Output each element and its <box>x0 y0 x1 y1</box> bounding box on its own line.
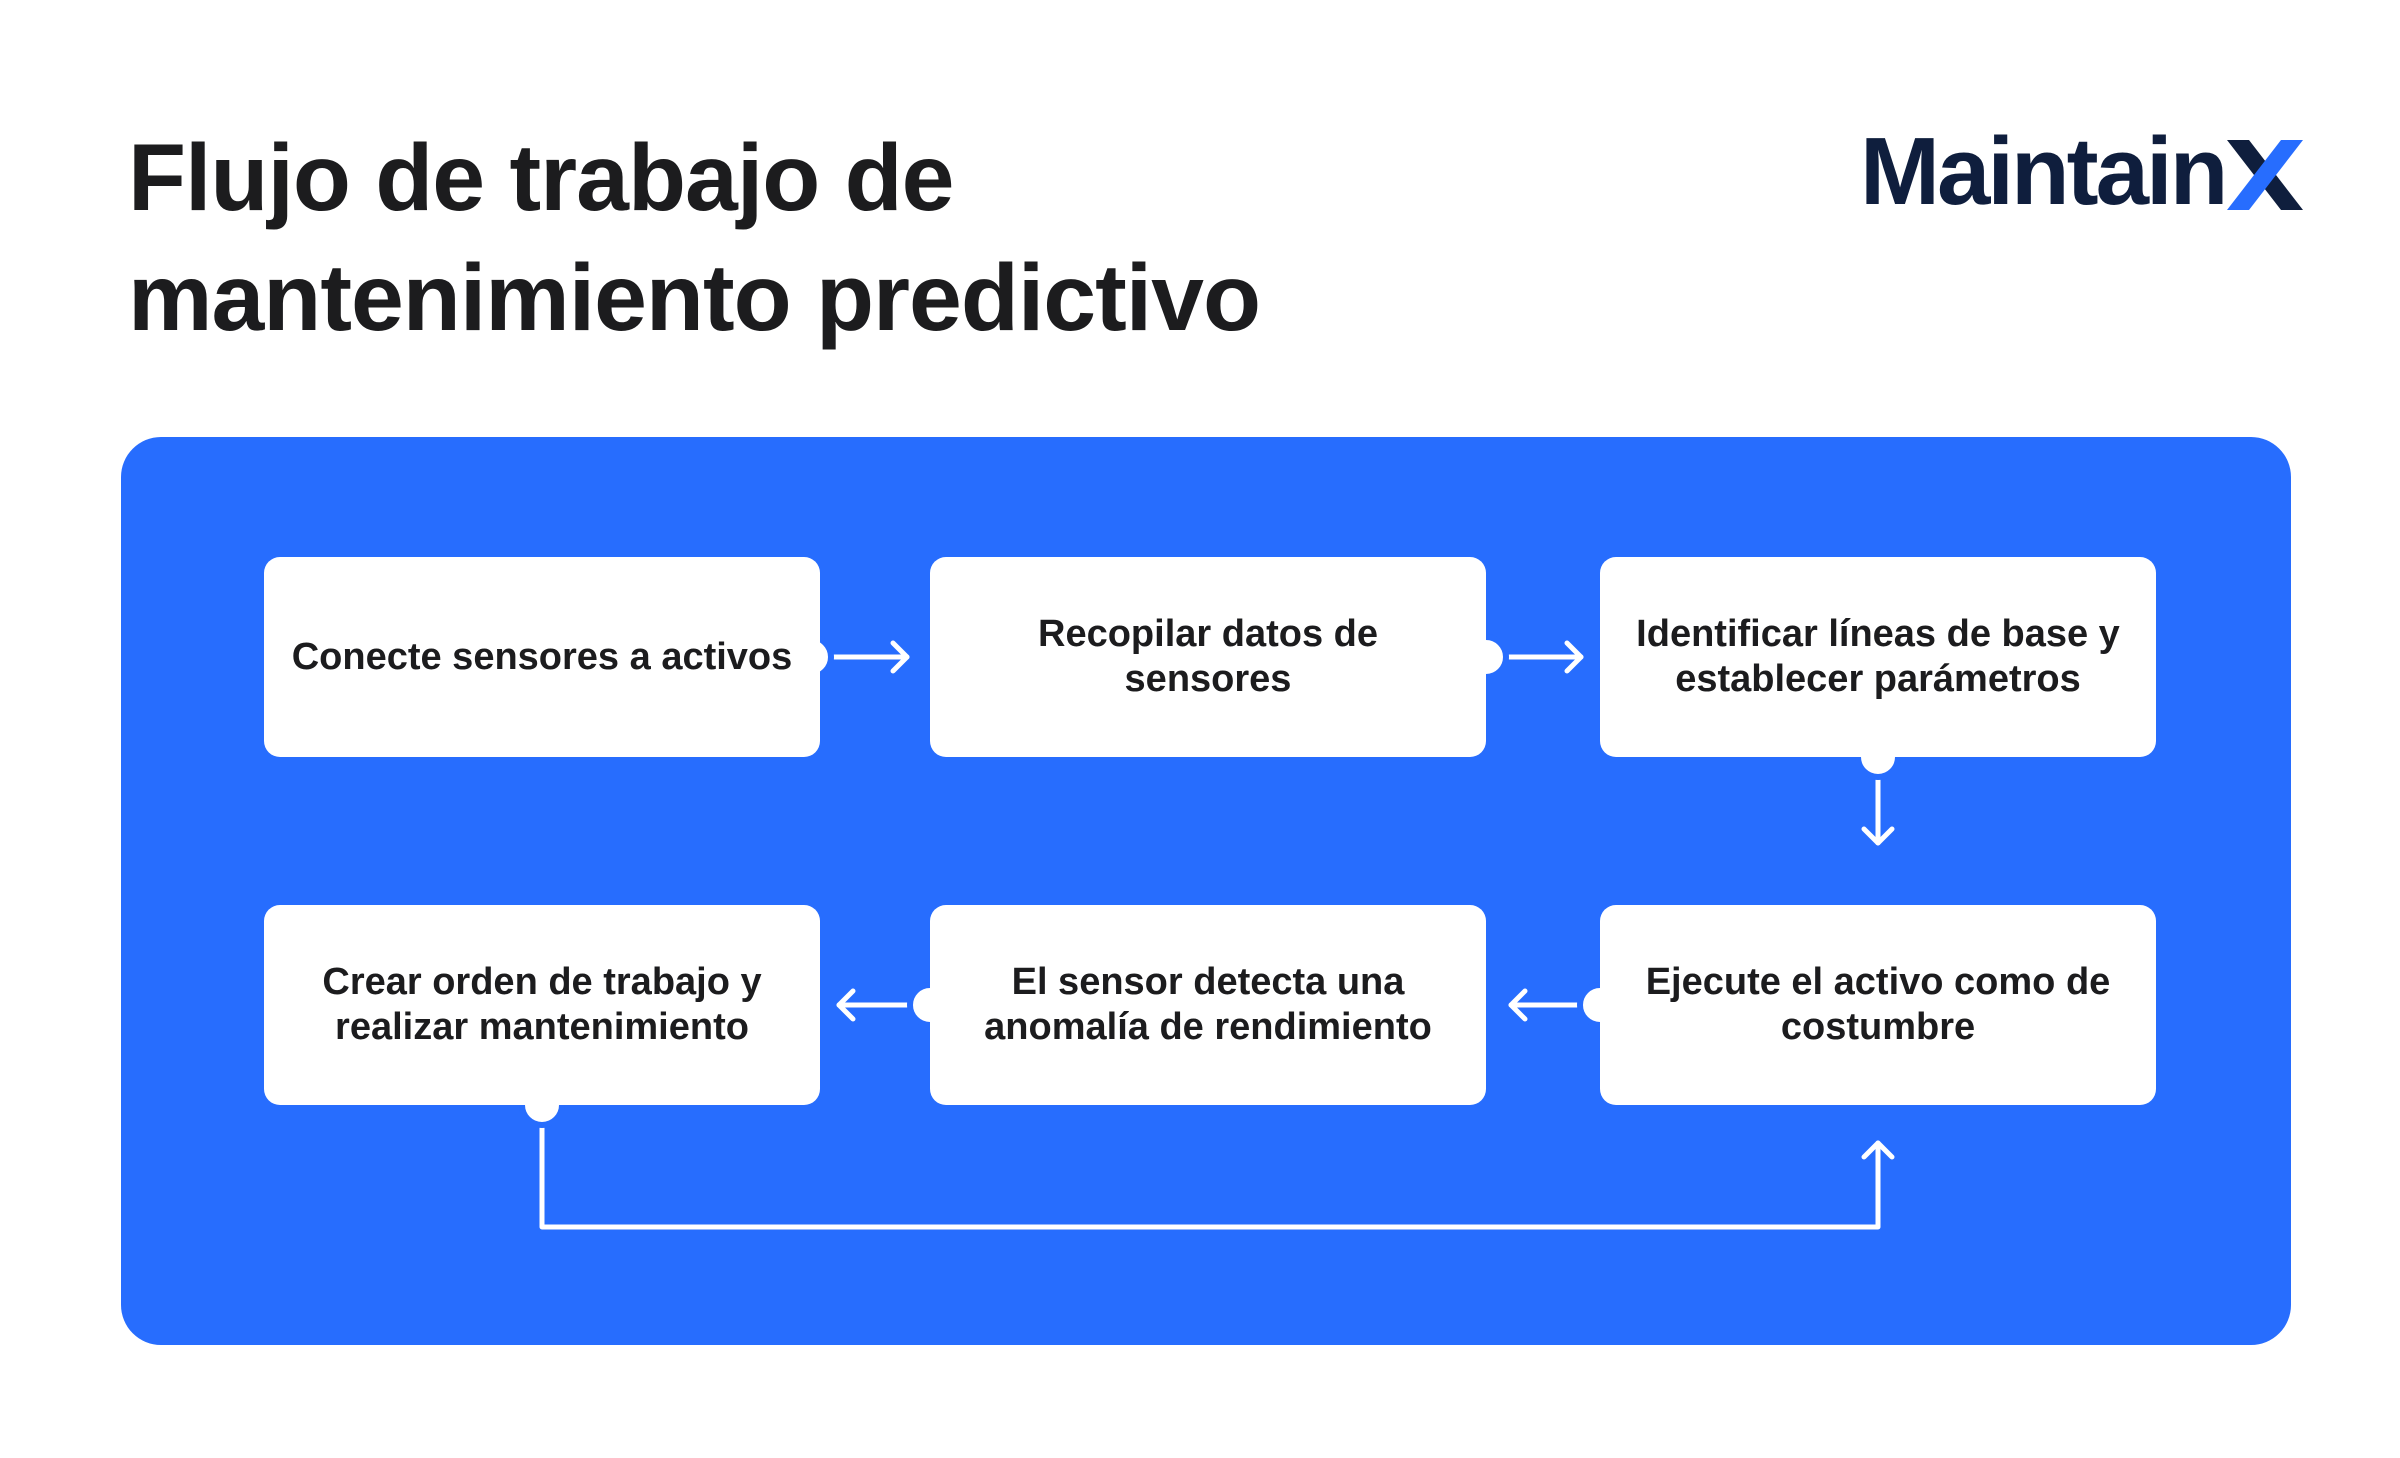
step-card-connect-sensors: Conecte sensores a activos <box>264 557 820 757</box>
step-card-run-asset: Ejecute el activo como de costumbre <box>1600 905 2156 1105</box>
step-card-detect-anomaly: El sensor detecta una anomalía de rendim… <box>930 905 1486 1105</box>
workflow-panel: Conecte sensores a activos Recopilar dat… <box>121 437 2291 1345</box>
step-card-collect-data: Recopilar datos de sensores <box>930 557 1486 757</box>
step-label: Crear orden de trabajo y realizar manten… <box>322 961 762 1048</box>
step-label: Conecte sensores a activos <box>291 635 793 678</box>
arrow-up-icon <box>1861 1140 1895 1160</box>
arrow-left-icon <box>1508 988 1528 1022</box>
step-label: Ejecute el activo como de costumbre <box>1645 961 2111 1048</box>
step-label: Recopilar datos de sensores <box>1038 613 1378 700</box>
step-card-create-work-order: Crear orden de trabajo y realizar manten… <box>264 905 820 1105</box>
arrow-right-icon <box>1564 640 1584 674</box>
step-label: El sensor detecta una anomalía de rendim… <box>984 961 1432 1048</box>
page-title: Flujo de trabajo de mantenimiento predic… <box>128 118 1528 358</box>
arrow-down-icon <box>1861 826 1895 846</box>
logo-wordmark: Maintain <box>1860 118 2228 225</box>
maintainx-logo: Maintain <box>1860 118 2304 225</box>
title-line-1: Flujo de trabajo de <box>128 125 955 231</box>
step-label: Identificar líneas de base y establecer … <box>1636 613 2120 700</box>
x-logo-mark-icon <box>2227 140 2304 210</box>
arrow-right-icon <box>890 640 910 674</box>
arrow-left-icon <box>836 988 856 1022</box>
step-card-identify-baselines: Identificar líneas de base y establecer … <box>1600 557 2156 757</box>
connector-6-4 <box>519 1082 1895 1230</box>
title-line-2: mantenimiento predictivo <box>128 245 1261 351</box>
